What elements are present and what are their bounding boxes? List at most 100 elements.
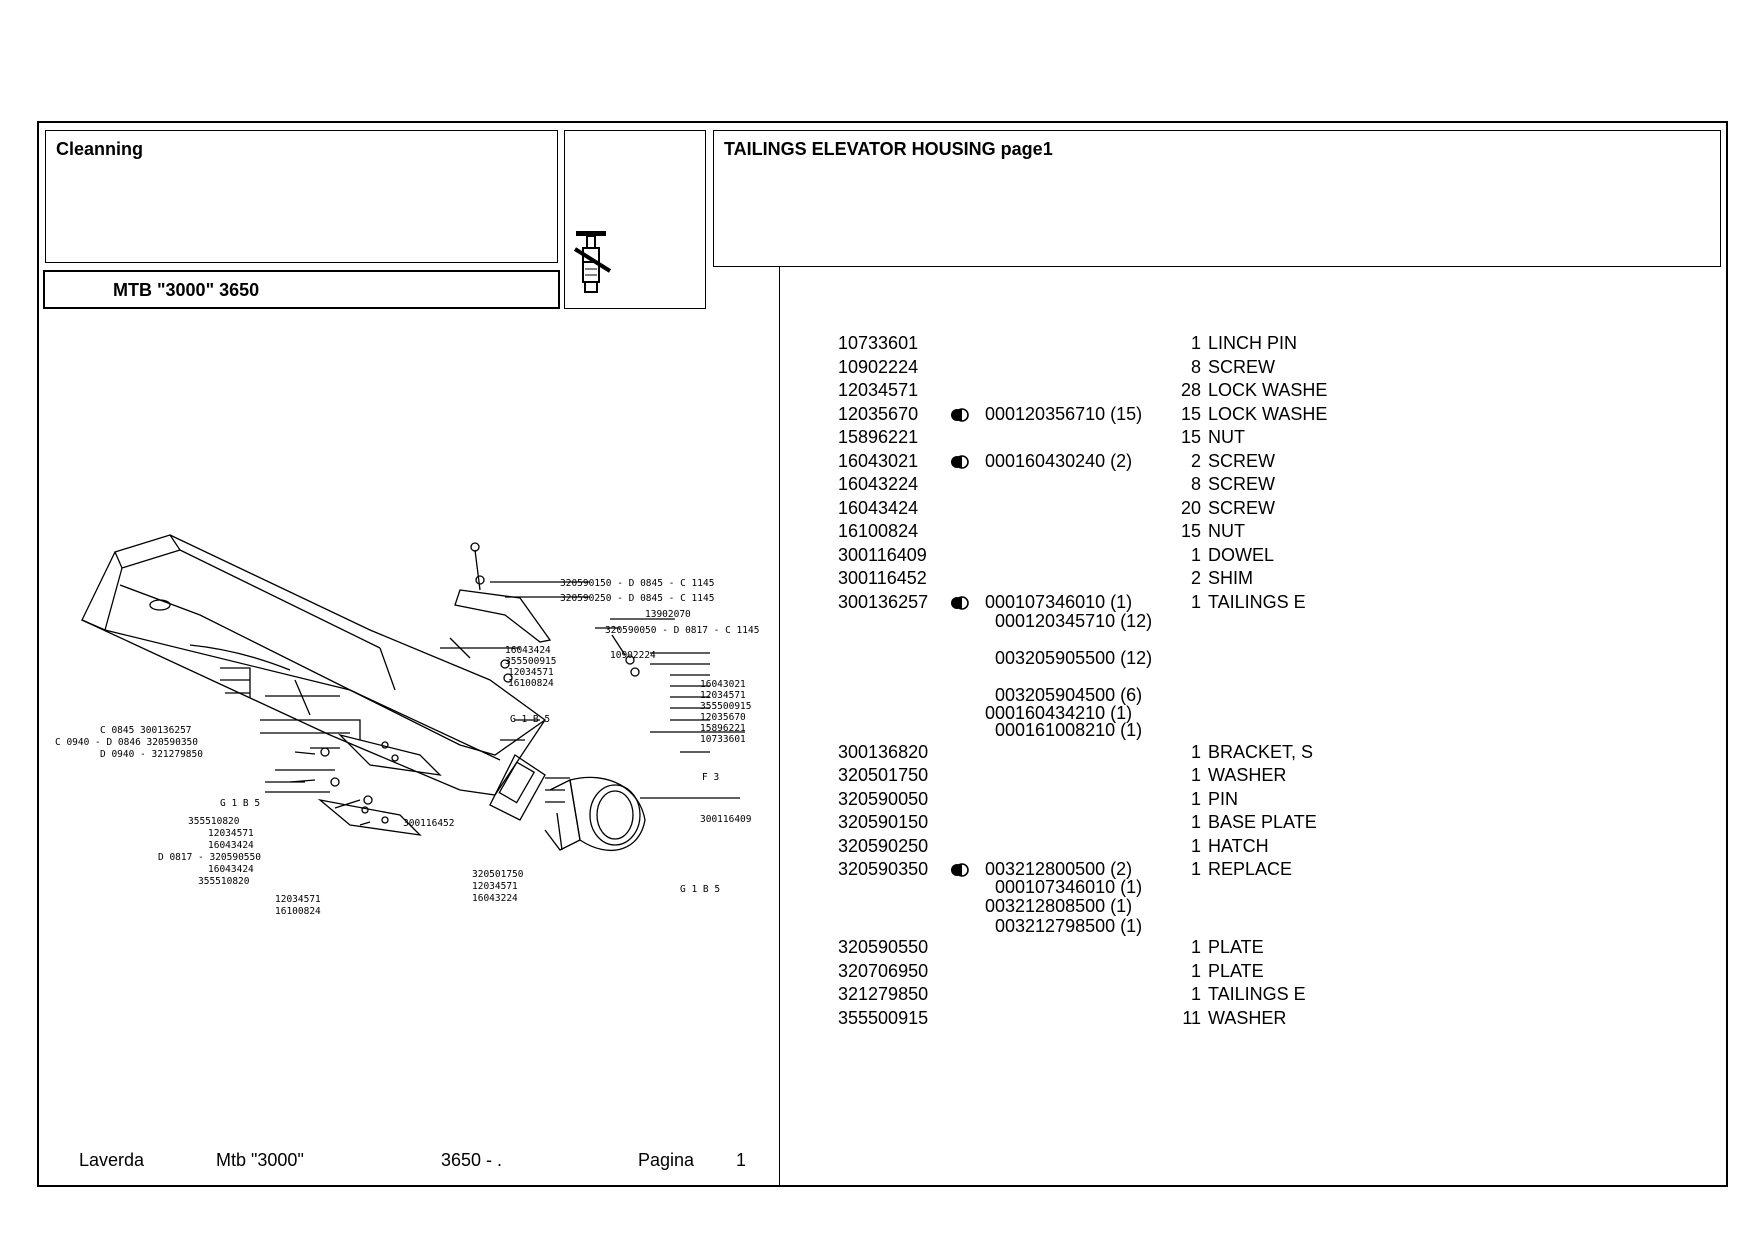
part-description: SCREW bbox=[1208, 450, 1275, 471]
part-number: 300136820 bbox=[838, 741, 929, 762]
drawing-label: 13902070 bbox=[645, 609, 691, 620]
alternate-part-number: 000160430240 (2) bbox=[985, 450, 1133, 471]
part-quantity: 1 bbox=[1190, 765, 1201, 786]
part-number: 15896221 bbox=[838, 427, 919, 447]
drawing-label: 15896221 bbox=[700, 723, 746, 734]
drawing-label: 300116409 bbox=[700, 814, 752, 825]
alternate-part-number: 000107346010 (1) bbox=[985, 591, 1133, 612]
part-number: 12035670 bbox=[838, 403, 919, 424]
part-quantity: 1 bbox=[1190, 741, 1201, 762]
drawing-label: 16043424 bbox=[208, 840, 254, 851]
part-description: LINCH PIN bbox=[1208, 333, 1298, 353]
alternate-part-number: 000107346010 (1) bbox=[995, 876, 1143, 897]
part-number: 16100824 bbox=[838, 521, 919, 541]
drawing-label: 16100824 bbox=[275, 906, 321, 917]
page-frame bbox=[37, 121, 1728, 1187]
part-number: 10733601 bbox=[838, 333, 919, 353]
part-quantity: 1 bbox=[1190, 937, 1201, 958]
part-quantity: 1 bbox=[1190, 835, 1201, 856]
part-number: 320706950 bbox=[838, 960, 929, 981]
alternate-part-number: 000120356710 (15) bbox=[985, 403, 1143, 424]
drawing-label: 16043224 bbox=[472, 893, 518, 904]
half-circle-replacement-icon bbox=[951, 595, 969, 610]
part-quantity: 1 bbox=[1190, 859, 1201, 880]
drawing-label: 12034571 bbox=[508, 667, 554, 678]
part-quantity: 1 bbox=[1190, 544, 1201, 565]
part-description: LOCK WASHE bbox=[1208, 403, 1328, 424]
part-number: 16043224 bbox=[838, 474, 919, 494]
drawing-label: C 0940 - D 0846 320590350 bbox=[55, 737, 198, 748]
drawing-label: 12035670 bbox=[700, 712, 746, 723]
part-quantity: 1 bbox=[1190, 788, 1201, 809]
alternate-part-number: 003212808500 (1) bbox=[985, 896, 1133, 917]
part-number: 320590550 bbox=[838, 937, 929, 958]
drawing-label: 16100824 bbox=[508, 678, 554, 689]
drawing-label: D 0817 - 320590550 bbox=[158, 852, 261, 863]
part-description: TAILINGS E bbox=[1208, 591, 1306, 612]
part-quantity: 1 bbox=[1190, 333, 1201, 353]
drawing-label: G 1 B 5 bbox=[510, 714, 550, 725]
drawing-label: 16043424 bbox=[505, 645, 551, 656]
alternate-part-number: 003205905500 (12) bbox=[995, 648, 1153, 669]
part-number: 320590050 bbox=[838, 788, 929, 809]
part-description: LOCK WASHE bbox=[1208, 380, 1328, 400]
exploded-parts-drawing: 320590150 - D 0845 - C 1145 320590250 - … bbox=[55, 534, 759, 917]
section-icon-box bbox=[564, 130, 706, 309]
part-description: SCREW bbox=[1208, 474, 1275, 494]
part-quantity: 28 bbox=[1180, 380, 1201, 400]
part-description: SHIM bbox=[1208, 568, 1253, 588]
drawing-label: 16043424 bbox=[208, 864, 254, 875]
part-number: 12034571 bbox=[838, 380, 919, 400]
part-quantity: 8 bbox=[1190, 474, 1201, 494]
part-number: 320590350 bbox=[838, 859, 929, 880]
alternate-part-number: 003212800500 (2) bbox=[985, 859, 1133, 880]
footer-model: Mtb "3000" bbox=[216, 1150, 304, 1170]
part-number: 355500915 bbox=[838, 1007, 929, 1028]
part-quantity: 1 bbox=[1190, 812, 1201, 833]
part-description: NUT bbox=[1208, 427, 1245, 447]
part-quantity: 2 bbox=[1190, 450, 1201, 471]
alternate-part-number: 003212798500 (1) bbox=[995, 915, 1143, 936]
page-title: TAILINGS ELEVATOR HOUSING page1 bbox=[724, 139, 1053, 159]
drawing-label: 12034571 bbox=[208, 828, 254, 839]
half-circle-replacement-icon bbox=[951, 407, 969, 422]
part-quantity: 20 bbox=[1180, 497, 1201, 518]
part-quantity: 15 bbox=[1180, 427, 1201, 447]
part-number: 320590150 bbox=[838, 812, 929, 833]
drawing-label: 320590250 - D 0845 - C 1145 bbox=[560, 593, 714, 604]
footer-page-label: Pagina bbox=[638, 1150, 695, 1170]
drawing-label: C 0845 300136257 bbox=[100, 725, 192, 736]
part-description: WASHER bbox=[1208, 765, 1287, 786]
part-quantity: 1 bbox=[1190, 960, 1201, 981]
model-title: MTB "3000" 3650 bbox=[113, 280, 260, 300]
half-circle-replacement-icon bbox=[951, 863, 969, 877]
part-number: 16043021 bbox=[838, 450, 919, 471]
drawing-label: D 0940 - 321279850 bbox=[100, 749, 203, 760]
drawing-label: 300116452 bbox=[403, 818, 454, 829]
part-quantity: 2 bbox=[1190, 568, 1201, 588]
column-divider bbox=[779, 267, 780, 1187]
part-description: DOWEL bbox=[1208, 544, 1275, 565]
half-circle-replacement-icon bbox=[951, 454, 969, 469]
part-number: 321279850 bbox=[838, 984, 929, 1005]
drawing-label: 355500915 bbox=[505, 656, 556, 667]
drawing-label: 320590150 - D 0845 - C 1145 bbox=[560, 578, 714, 589]
part-quantity: 15 bbox=[1180, 521, 1201, 541]
drawing-label: 10902224 bbox=[610, 650, 656, 661]
part-description: NUT bbox=[1208, 521, 1245, 541]
part-description: PIN bbox=[1208, 788, 1239, 809]
alternate-part-number: 000120345710 (12) bbox=[995, 611, 1153, 631]
footer-page-number: 1 bbox=[736, 1150, 747, 1170]
part-description: PLATE bbox=[1208, 937, 1264, 958]
part-number: 16043424 bbox=[838, 497, 919, 518]
drawing-label: G 1 B 5 bbox=[680, 884, 720, 895]
drawing-label: 320590050 - D 0817 - C 1145 bbox=[605, 625, 759, 636]
part-description: REPLACE bbox=[1208, 859, 1293, 880]
part-number: 300136257 bbox=[838, 591, 929, 612]
title-box: TAILINGS ELEVATOR HOUSING page1 bbox=[713, 130, 1721, 267]
part-description: SCREW bbox=[1208, 497, 1275, 518]
part-number: 300116452 bbox=[838, 568, 927, 588]
drawing-label: 12034571 bbox=[472, 881, 518, 892]
part-quantity: 11 bbox=[1182, 1007, 1201, 1028]
drawing-label: 12034571 bbox=[700, 690, 746, 701]
